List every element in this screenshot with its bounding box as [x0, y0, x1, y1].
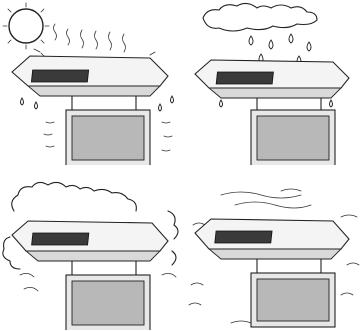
monitor-screen-flipdown — [251, 259, 335, 327]
ceiling-mount-housing — [195, 60, 349, 98]
sun-icon — [3, 3, 49, 49]
dust-illustration — [0, 165, 181, 330]
rain-illustration — [181, 0, 362, 165]
panel-rain — [181, 0, 362, 165]
ceiling-mount-housing — [195, 219, 349, 259]
wind-illustration — [181, 165, 362, 330]
panel-dust — [0, 165, 181, 330]
sun-heat-illustration — [0, 0, 181, 165]
panel-sun-heat — [0, 0, 181, 165]
ceiling-mount-housing — [12, 56, 168, 96]
rain-cloud-icon — [203, 3, 317, 31]
panel-wind — [181, 165, 362, 330]
monitor-screen-flipdown — [44, 96, 172, 165]
ceiling-mount-housing — [12, 221, 168, 261]
monitor-screen-flipdown — [66, 261, 150, 330]
monitor-screen-flipdown — [251, 98, 335, 165]
sweat-drops — [21, 96, 174, 111]
